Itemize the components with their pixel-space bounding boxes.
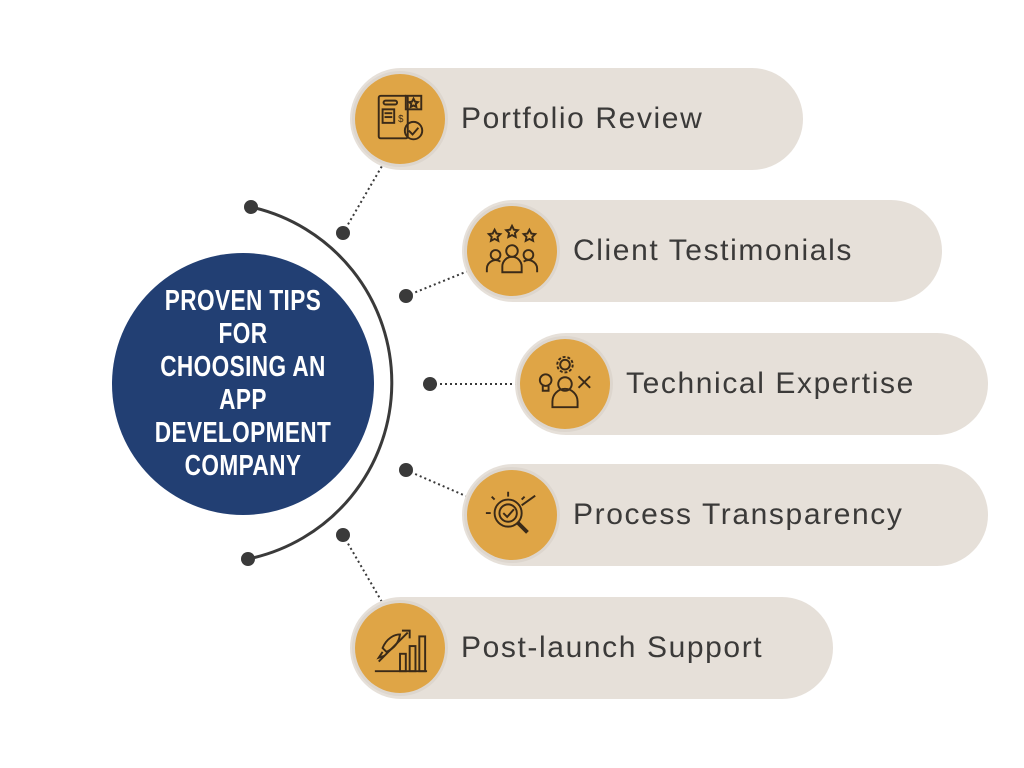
people-stars-icon (467, 206, 557, 296)
arc-node-dot (336, 528, 350, 542)
arc-nodes (241, 200, 437, 566)
tip-label: Portfolio Review (461, 102, 704, 135)
tip-label: Client Testimonials (573, 234, 853, 267)
hub-title: PROVEN TIPS FOR CHOOSING AN APP DEVELOPM… (154, 285, 332, 482)
portfolio-document-icon: $ (355, 74, 445, 164)
arc-node-dot (399, 289, 413, 303)
arc-line (247, 205, 394, 561)
hub-circle: PROVEN TIPS FOR CHOOSING AN APP DEVELOPM… (112, 253, 374, 515)
arc-node-dot (423, 377, 437, 391)
arc-end-dot (244, 200, 258, 214)
tip-process-transparency: Process Transparency (462, 464, 988, 566)
tip-portfolio-review: $ Portfolio Review (350, 68, 803, 170)
tip-label: Technical Expertise (626, 367, 915, 400)
person-gear-tools-icon (520, 339, 610, 429)
tip-post-launch-support: Post-launch Support (350, 597, 833, 699)
arc-node-dot (399, 463, 413, 477)
svg-text:$: $ (398, 114, 404, 125)
tip-technical-expertise: Technical Expertise (515, 333, 988, 435)
rocket-growth-icon (355, 603, 445, 693)
dotted-connectors (342, 165, 518, 603)
tip-label: Process Transparency (573, 498, 904, 531)
magnifier-check-icon (467, 470, 557, 560)
arc-end-dot (241, 552, 255, 566)
tip-client-testimonials: Client Testimonials (462, 200, 942, 302)
tip-label: Post-launch Support (461, 631, 764, 664)
arc-node-dot (336, 226, 350, 240)
